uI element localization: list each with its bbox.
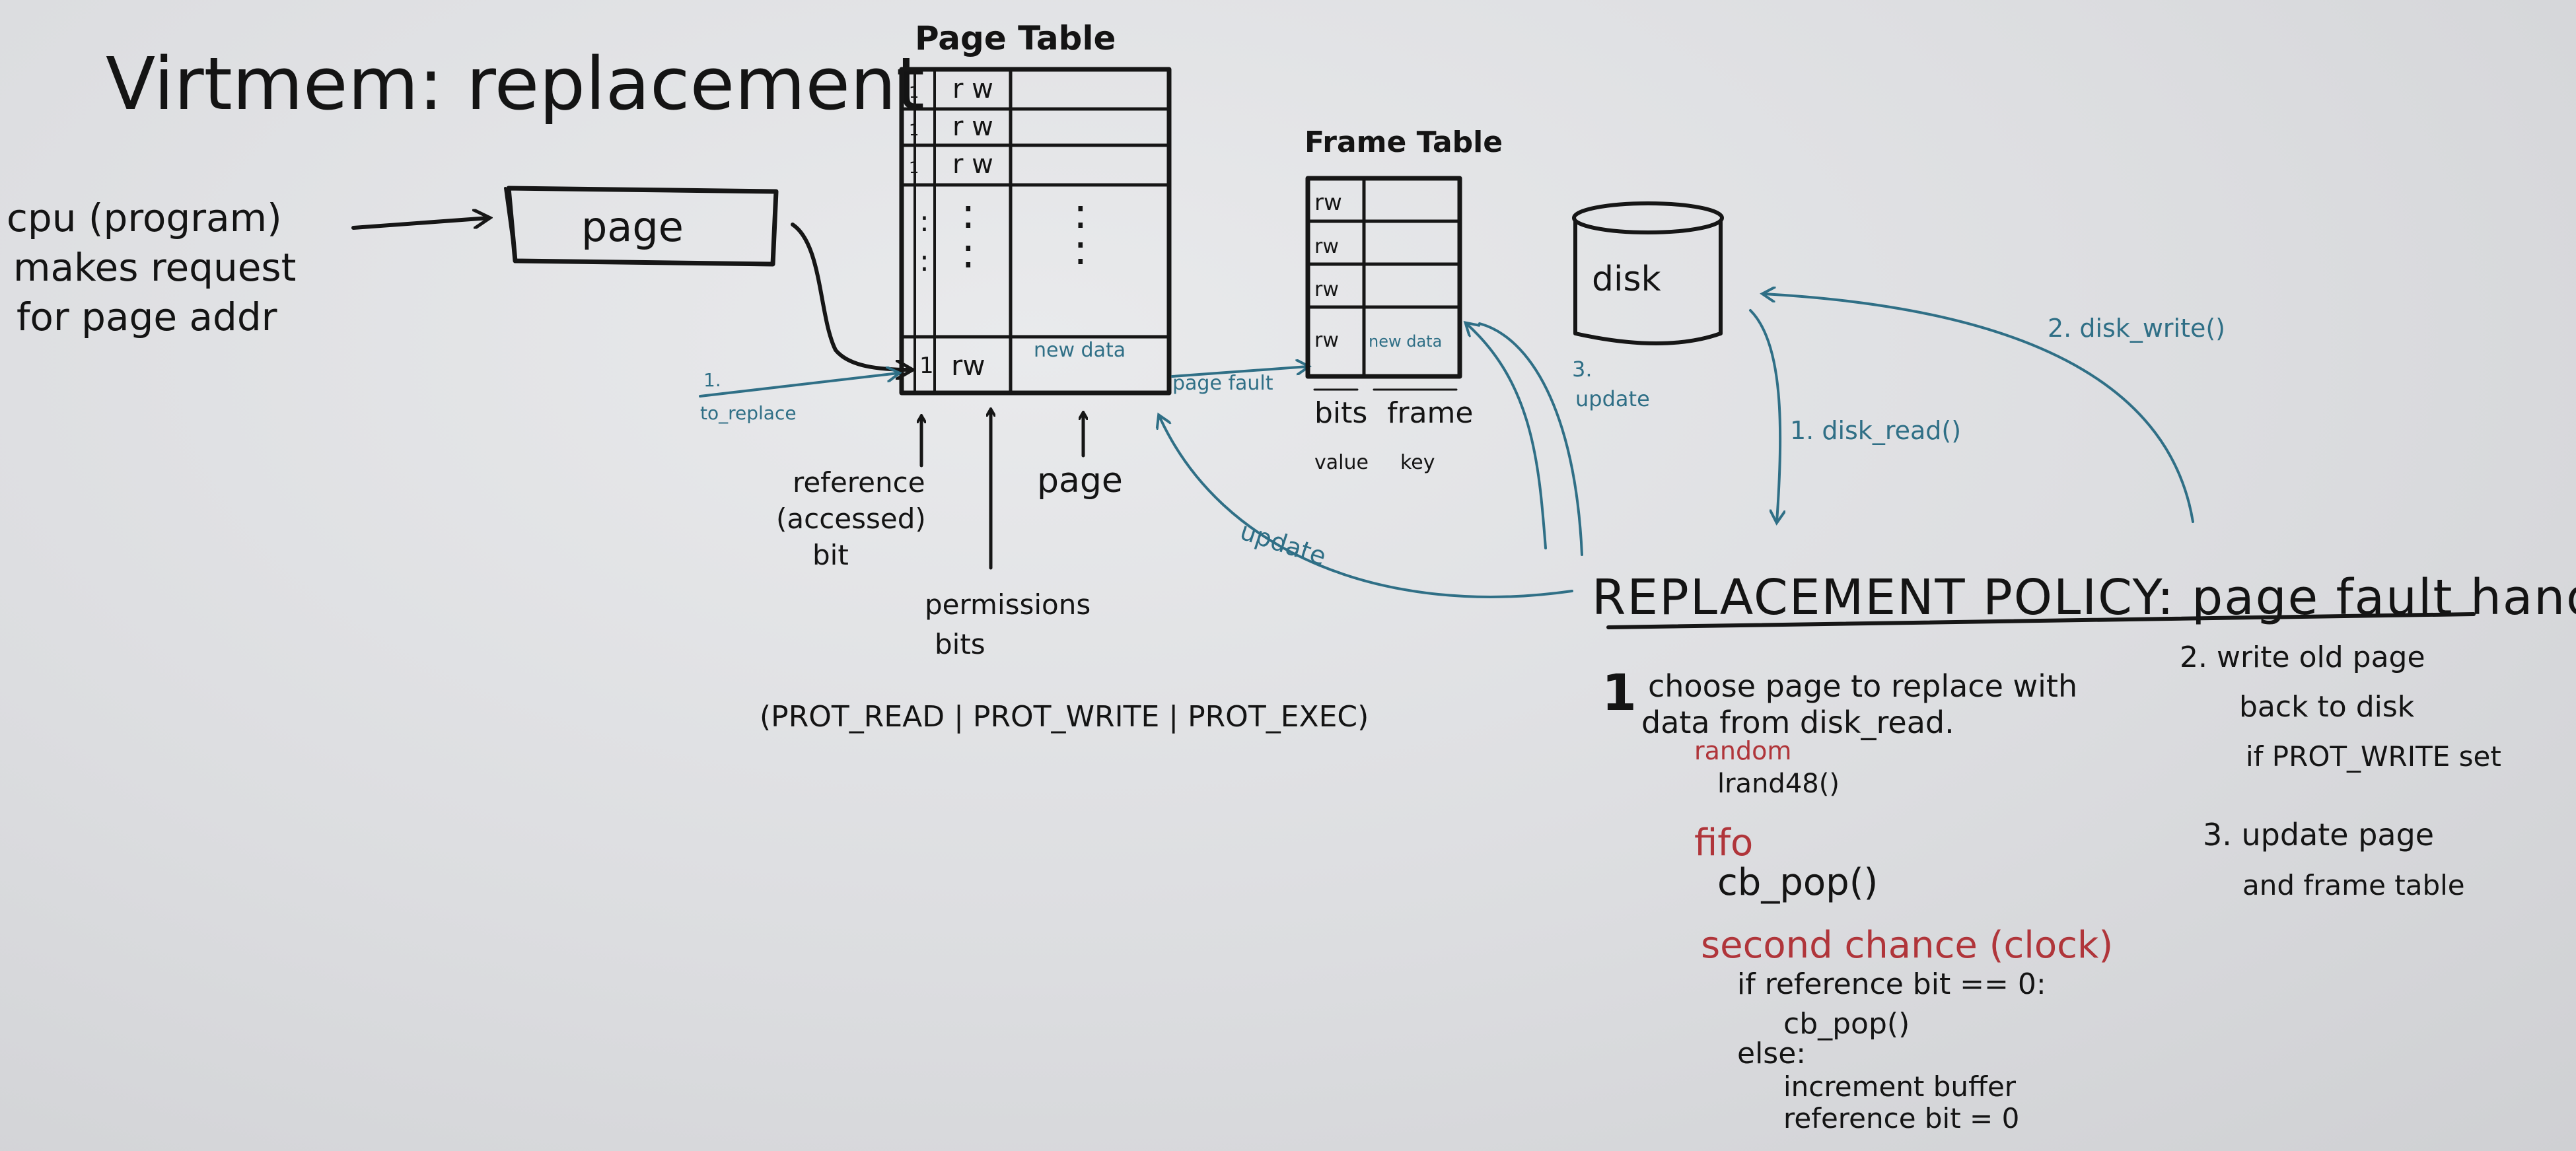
frame-table: rw rw rw rw new data (1305, 176, 1462, 379)
step3-line-1: 3. update page (2203, 817, 2434, 853)
pt-last-data: new data (1034, 339, 1126, 362)
ft-last-frame: new data (1369, 332, 1442, 351)
pt-row2-perm: r w (952, 112, 993, 142)
reference-label-3: bit (812, 539, 849, 571)
pt-last-perm: rw (951, 349, 985, 382)
disk-label: disk (1592, 260, 1661, 299)
step2-line-2: back to disk (2239, 690, 2415, 724)
page-fault-arrow (1171, 366, 1308, 378)
step1-number: 1 (1602, 663, 1637, 722)
pt-ellipsis-ref: : (919, 205, 929, 238)
update-frame-arrow (1466, 324, 1547, 549)
ft-row2-bits: rw (1314, 235, 1339, 258)
policy-random: random (1694, 736, 1791, 765)
policy-fifo: fifo (1694, 821, 1753, 864)
pt-row1-ref: 1 (909, 83, 919, 102)
pt-ellipsis-data-2: : (1073, 226, 1088, 275)
sc-line-4: increment buffer (1783, 1070, 2017, 1103)
disk-write-arrow (1764, 294, 2194, 523)
to-replace-num: 1. (703, 369, 721, 391)
ft-bits-label: bits (1314, 396, 1367, 430)
pt-ellipsis-perm: : (961, 190, 976, 238)
page-table: 1 r w 1 r w 1 r w : : : : : : 1 rw new d… (899, 67, 1172, 396)
sc-line-3: else: (1737, 1037, 1806, 1070)
policy-second-chance: second chance (clock) (1701, 924, 2113, 967)
pt-ellipsis-perm-2: : (961, 229, 976, 278)
update-page-arrow (1159, 416, 1573, 598)
sc-line-5: reference bit = 0 (1783, 1102, 2019, 1134)
to-replace-label: to_replace (700, 402, 797, 424)
step3-line-2: and frame table (2242, 869, 2465, 901)
ft-value-label: value (1314, 451, 1369, 474)
page-to-table-arrow (791, 223, 912, 370)
reference-label-1: reference (793, 466, 925, 499)
to-replace-arrow (699, 373, 898, 398)
ft-last-bits: rw (1314, 329, 1339, 352)
permission-flags: (PROT_READ | PROT_WRITE | PROT_EXEC) (760, 700, 1369, 734)
disk-write-label: 2. disk_write() (2048, 314, 2225, 343)
step2-line-1: 2. write old page (2180, 641, 2425, 674)
page-column-label: page (1037, 461, 1123, 501)
frame-table-title: Frame Table (1305, 125, 1503, 159)
pt-ellipsis-ref-2: : (919, 244, 929, 278)
title: Virtmem: replacement (106, 42, 925, 126)
pt-ellipsis-data: : (1073, 190, 1088, 238)
cpu-note-line-3: for page addr (17, 295, 277, 339)
step2-line-3: if PROT_WRITE set (2246, 740, 2501, 773)
page-box-label: page (581, 203, 684, 251)
cpu-note-line-1: cpu (program) (7, 195, 282, 240)
ft-row1-bits: rw (1314, 190, 1342, 216)
policy-fifo-code: cb_pop() (1717, 861, 1878, 904)
page-request-box: page (504, 186, 779, 267)
update-frame-label: update (1575, 386, 1650, 411)
policy-title: REPLACEMENT POLICY: page fault handler (1592, 569, 2576, 626)
pt-row3-ref: 1 (909, 158, 919, 177)
ft-key-label: key (1400, 451, 1435, 474)
reference-label-2: (accessed) (776, 503, 926, 535)
page-fault-label: page fault (1172, 372, 1273, 395)
policy-random-code: lrand48() (1717, 769, 1840, 799)
ft-frame-label: frame (1387, 396, 1473, 430)
update-frame-line (1478, 322, 1583, 556)
page-table-title: Page Table (915, 19, 1116, 57)
pt-row2-ref: 1 (909, 121, 919, 139)
update-page-label: update (1236, 516, 1330, 571)
pt-row3-perm: r w (952, 149, 993, 180)
cpu-note-line-2: makes request (13, 245, 296, 290)
step1-line-2: data from disk_read. (1641, 705, 1954, 740)
step1-line-1: choose page to replace with (1648, 668, 2077, 704)
permissions-label-2: bits (935, 628, 985, 660)
update-frame-num: 3. (1572, 357, 1592, 382)
sc-line-1: if reference bit == 0: (1737, 967, 2046, 1001)
permissions-label-1: permissions (925, 588, 1091, 621)
disk-read-arrow (1749, 309, 1780, 522)
disk-cylinder: disk (1572, 201, 1724, 345)
pt-last-ref: 1 (919, 353, 934, 379)
cpu-to-page-arrow (351, 218, 489, 230)
policy-underline (1606, 612, 2476, 629)
disk-read-label: 1. disk_read() (1790, 416, 1961, 445)
ft-row3-bits: rw (1314, 278, 1339, 301)
sc-line-2: cb_pop() (1783, 1007, 1910, 1041)
pt-row1-perm: r w (952, 74, 993, 104)
